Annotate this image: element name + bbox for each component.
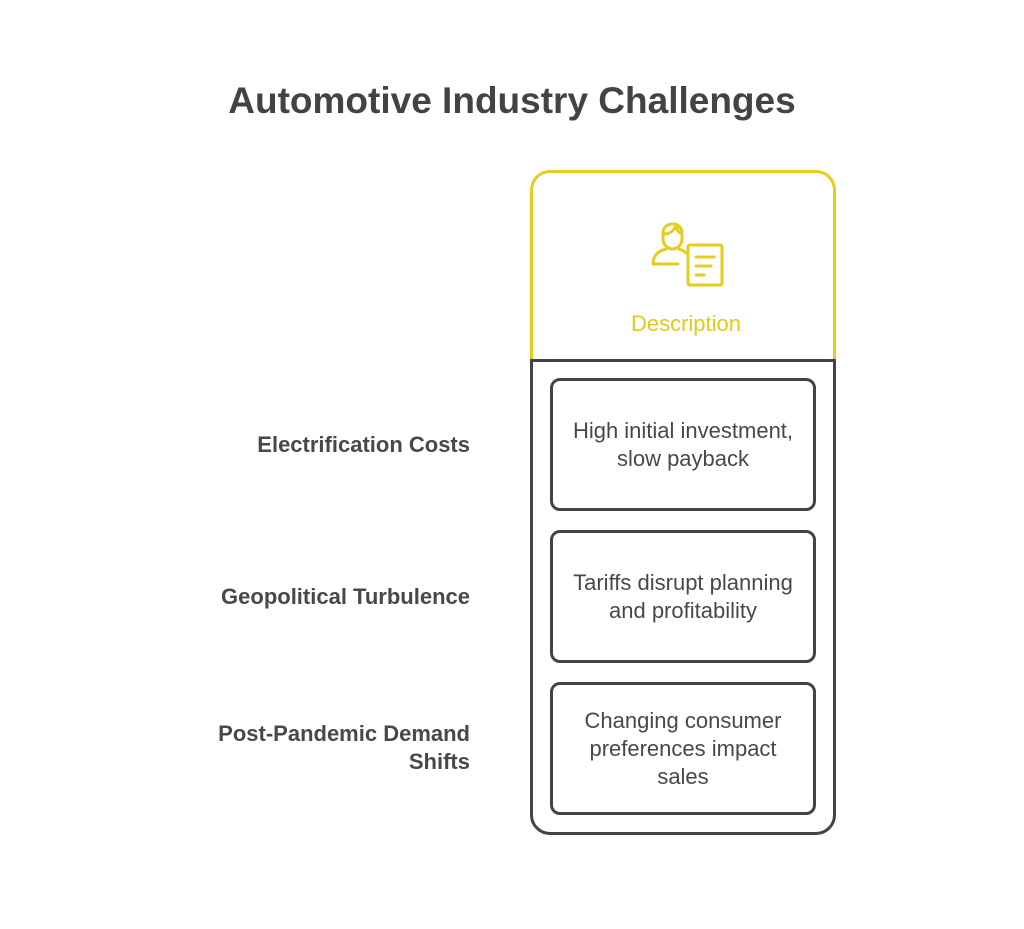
diagram-title: Automotive Industry Challenges xyxy=(228,80,796,121)
column-header-box: Description xyxy=(530,170,836,360)
description-cell-geopolitical: Tariffs disrupt planning and profitabili… xyxy=(550,530,816,663)
row-label-geopolitical: Geopolitical Turbulence xyxy=(221,584,470,609)
row-label-demand: Post-Pandemic Demand Shifts xyxy=(218,721,470,774)
description-cell-electrification: High initial investment, slow payback xyxy=(550,378,816,511)
person-document-icon xyxy=(651,222,724,287)
description-cell-demand: Changing consumer preferences impact sal… xyxy=(550,682,816,815)
column-header-label: Description xyxy=(630,311,742,336)
row-label-electrification: Electrification Costs xyxy=(257,432,470,457)
description-column: Description High initial investment, slo… xyxy=(530,170,836,835)
column-body xyxy=(530,359,836,835)
